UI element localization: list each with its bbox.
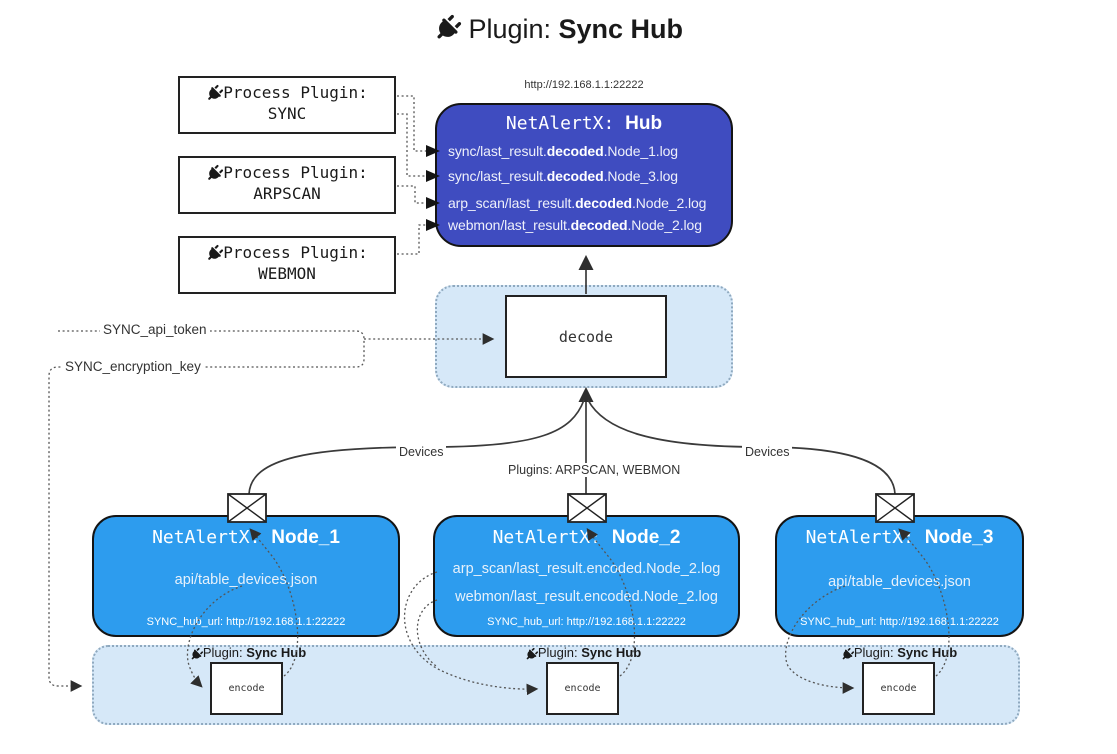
process-plugin-name: WEBMON	[258, 264, 316, 283]
edge-arpscan-to-hub	[397, 185, 426, 204]
process-plugin-name: SYNC	[267, 104, 307, 123]
node-hub-url: SYNC_hub_url: http://192.168.1.1:22222	[800, 616, 999, 628]
encode-plugin-label: Plugin: Sync Hub	[829, 645, 969, 663]
edge-sync-to-hub-2	[397, 113, 426, 177]
hub-name-prefix: NetAlertX:	[505, 113, 626, 134]
node2-box: NetAlertX: Node_2 arp_scan/last_result.e…	[433, 515, 740, 637]
plug-icon	[839, 646, 856, 663]
hub-log-line: arp_scan/last_result.decoded.Node_2.log	[448, 195, 707, 211]
hub-log-line: sync/last_result.decoded.Node_1.log	[448, 143, 678, 159]
node-title: NetAlertX: Node_1	[152, 527, 340, 548]
process-plugin-webmon: Process Plugin: WEBMON	[178, 236, 396, 294]
hub-url-label: http://192.168.1.1:22222	[524, 79, 644, 91]
process-plugin-label: Process Plugin:	[223, 243, 368, 262]
edge-label-plugins-center: Plugins: ARPSCAN, WEBMON	[505, 463, 684, 477]
hub-log-line: sync/last_result.decoded.Node_3.log	[448, 168, 678, 184]
node-title: NetAlertX: Node_3	[805, 527, 994, 548]
edge-label-devices-left: Devices	[396, 445, 447, 459]
process-plugin-sync: Process Plugin: SYNC	[178, 76, 396, 134]
edge-sync-to-hub-1	[397, 95, 426, 152]
encode-box-1: encode	[210, 662, 283, 715]
process-plugin-name: ARPSCAN	[253, 184, 321, 203]
node-file-line: webmon/last_result.encoded.Node_2.log	[455, 589, 718, 605]
hub-title: NetAlertX: Hub	[437, 113, 731, 135]
hub-log-line: webmon/last_result.decoded.Node_2.log	[448, 217, 702, 233]
encode-plugin-label: Plugin: Sync Hub	[178, 645, 318, 663]
encode-box-3: encode	[862, 662, 935, 715]
node-title: NetAlertX: Node_2	[492, 527, 681, 548]
plug-icon	[523, 646, 540, 663]
plug-icon	[430, 11, 465, 46]
plug-icon	[204, 162, 226, 185]
setting-api-token-label: SYNC_api_token	[100, 322, 210, 337]
node-hub-url: SYNC_hub_url: http://192.168.1.1:22222	[146, 616, 346, 628]
edge-label-devices-right: Devices	[742, 445, 793, 459]
setting-encryption-key-label: SYNC_encryption_key	[62, 359, 204, 374]
plug-icon	[204, 242, 226, 265]
title-prefix: Plugin:	[468, 14, 559, 44]
decode-box: decode	[505, 295, 667, 378]
node3-box: NetAlertX: Node_3 api/table_devices.json…	[775, 515, 1024, 637]
hub-box: NetAlertX: Hub sync/last_result.decoded.…	[435, 103, 733, 247]
node-file-line: arp_scan/last_result.encoded.Node_2.log	[452, 561, 721, 577]
process-plugin-label: Process Plugin:	[223, 163, 368, 182]
node-file-line: api/table_devices.json	[174, 572, 318, 588]
hub-name: Hub	[625, 113, 663, 134]
title-name: Sync Hub	[558, 14, 684, 44]
node-hub-url: SYNC_hub_url: http://192.168.1.1:22222	[487, 616, 686, 628]
edge-webmon-to-hub	[397, 224, 426, 255]
process-plugin-label: Process Plugin:	[223, 83, 368, 102]
plug-icon	[204, 82, 226, 105]
node1-box: NetAlertX: Node_1 api/table_devices.json…	[92, 515, 400, 637]
page-title: Plugin: Sync Hub	[0, 11, 1117, 46]
encode-box-2: encode	[546, 662, 619, 715]
plug-icon	[188, 646, 205, 663]
node-file-line: api/table_devices.json	[828, 574, 971, 590]
process-plugin-arpscan: Process Plugin: ARPSCAN	[178, 156, 396, 214]
encode-plugin-label: Plugin: Sync Hub	[513, 645, 653, 663]
